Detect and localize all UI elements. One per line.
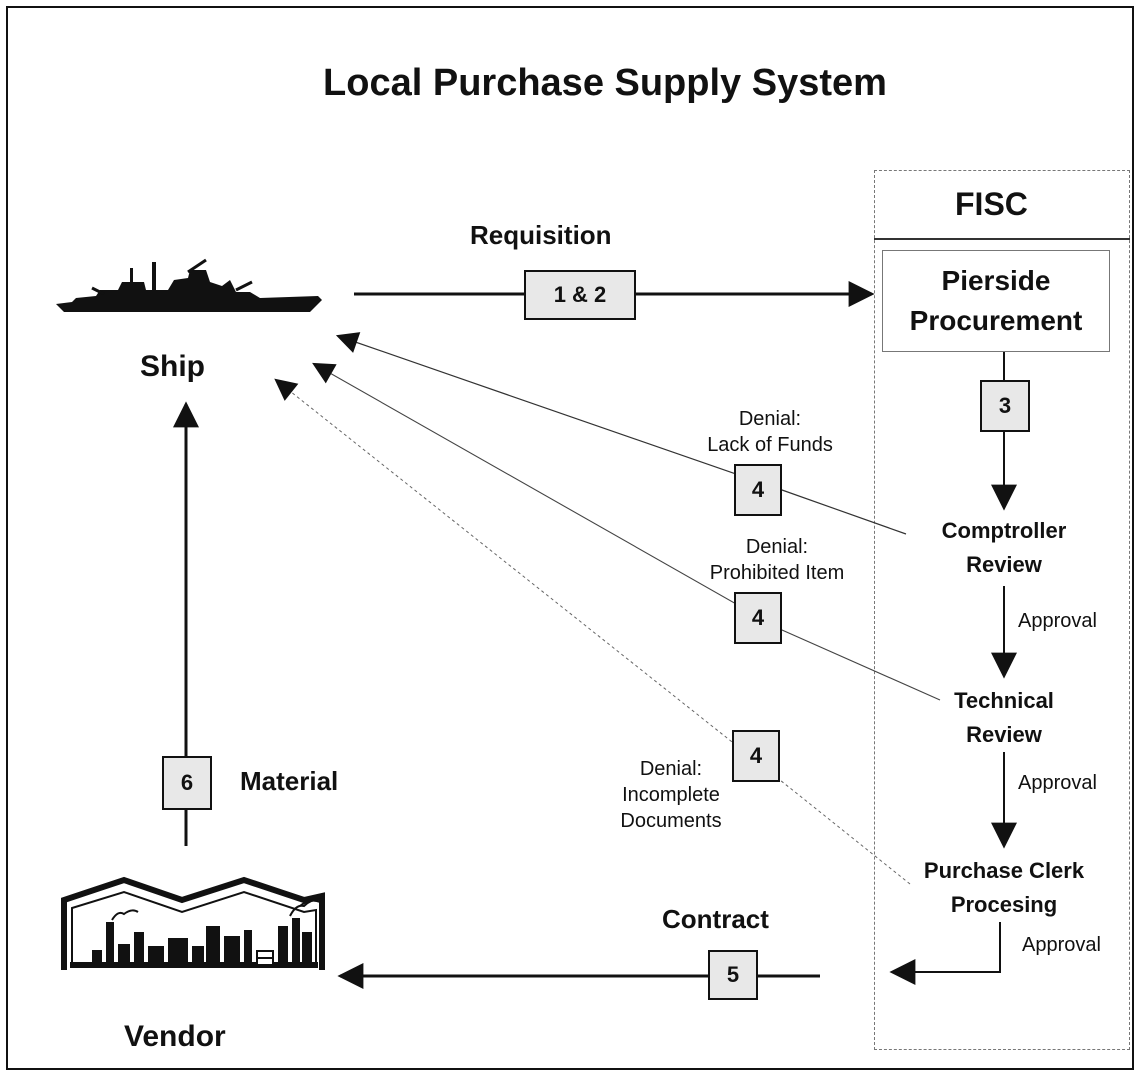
approval-label-2: Approval — [1018, 772, 1097, 794]
denial-prohibited-line2: Prohibited Item — [709, 562, 845, 584]
contract-label: Contract — [662, 904, 769, 934]
denial-funds-label: Denial: Lack of Funds — [690, 406, 850, 458]
material-label: Material — [240, 766, 339, 796]
denial-docs-line2: Incomplete — [622, 784, 720, 806]
purchase-clerk-label: Purchase Clerk Procesing — [896, 854, 1112, 922]
approval-label-3: Approval — [1022, 934, 1101, 956]
ship-label: Ship — [140, 350, 205, 383]
step-4c-box: 4 — [732, 730, 780, 782]
pierside-line2: Procurement — [909, 305, 1083, 336]
technical-line1: Technical — [954, 688, 1054, 713]
denial-funds-arrow — [335, 332, 907, 535]
denial-docs-line3: Documents — [620, 810, 722, 832]
step-1-2-label: 1 & 2 — [553, 282, 607, 307]
approval-label-1: Approval — [1018, 610, 1097, 632]
comptroller-line2: Review — [966, 552, 1042, 577]
step-4b-box: 4 — [734, 592, 782, 644]
fisc-divider — [874, 238, 1130, 240]
fisc-label: FISC — [955, 186, 1028, 222]
comptroller-review-label: Comptroller Review — [916, 514, 1092, 582]
step-5-label: 5 — [726, 962, 740, 987]
factory-icon — [61, 876, 325, 970]
denial-funds-line2: Lack of Funds — [707, 434, 833, 456]
approval-arrow-3 — [889, 922, 1001, 985]
pierside-procurement-box: Pierside Procurement — [882, 250, 1110, 352]
comptroller-line1: Comptroller — [941, 518, 1067, 543]
step-6-label: 6 — [180, 770, 194, 795]
diagram-frame — [6, 6, 1134, 1070]
pierside-line1: Pierside — [941, 265, 1051, 296]
denial-docs-label: Denial: Incomplete Documents — [616, 756, 726, 834]
step-4a-label: 4 — [751, 477, 765, 502]
denial-docs-arrow — [274, 378, 911, 885]
page-title: Local Purchase Supply System — [323, 62, 887, 104]
step-4b-label: 4 — [751, 605, 765, 630]
step-3-label: 3 — [998, 393, 1012, 418]
warship-silhouette-icon — [56, 258, 322, 312]
technical-line2: Review — [966, 722, 1042, 747]
step-1-2-box: 1 & 2 — [524, 270, 636, 320]
step-4c-label: 4 — [749, 743, 763, 768]
technical-review-label: Technical Review — [916, 684, 1092, 752]
vendor-label: Vendor — [124, 1020, 226, 1053]
denial-prohibited-arrow — [312, 362, 941, 701]
denial-prohibited-line1: Denial: — [745, 536, 809, 558]
fisc-panel — [874, 170, 1130, 1050]
purchase-line1: Purchase Clerk — [923, 858, 1085, 883]
step-4a-box: 4 — [734, 464, 782, 516]
denial-funds-line1: Denial: — [738, 408, 802, 430]
denial-prohibited-label: Denial: Prohibited Item — [692, 534, 862, 586]
step-5-box: 5 — [708, 950, 758, 1000]
denial-docs-line1: Denial: — [639, 758, 703, 780]
step-3-box: 3 — [980, 380, 1030, 432]
requisition-label: Requisition — [470, 220, 612, 250]
purchase-line2: Procesing — [950, 892, 1058, 917]
step-6-box: 6 — [162, 756, 212, 810]
